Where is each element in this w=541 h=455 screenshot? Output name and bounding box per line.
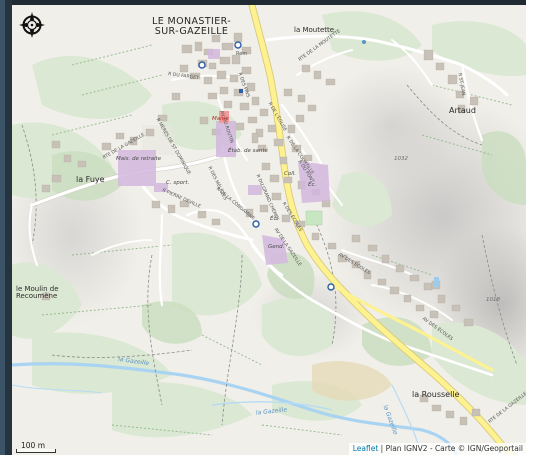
altitude-label-1018: 1018 — [486, 297, 500, 303]
scale-label: 100 m — [21, 441, 46, 450]
poi-label-college: Coll. — [284, 171, 297, 177]
secondary-road — [330, 283, 494, 372]
poi-markers — [198, 40, 366, 291]
poi-label-retirement-home: Mais. de retraite — [116, 156, 162, 162]
place-label-le-moulin: le Moulin de Recoumène — [16, 285, 59, 301]
hillshade — [322, 65, 462, 185]
attribution: Leaflet | Plan IGNV2 - Carte © IGN/Geopo… — [348, 443, 526, 455]
compass-button[interactable] — [18, 11, 46, 39]
altitude-label-1032: 1032 — [394, 156, 408, 162]
public-buildings — [118, 49, 330, 265]
leaflet-link[interactable]: Leaflet — [352, 444, 379, 453]
poi-label-school-2: Éc. — [270, 216, 279, 222]
town-label: LE MONASTIER- SUR-GAZEILLE — [152, 16, 232, 37]
place-label-la-rousselle: la Rousselle — [412, 390, 460, 399]
scale-bar: 100 m — [16, 441, 60, 453]
place-label-la-fuye: la Fuye — [76, 175, 105, 184]
poi-label-school-1: Éc. — [308, 182, 317, 188]
compass-icon — [19, 12, 45, 38]
stream — [12, 384, 103, 394]
sports-ground — [305, 210, 323, 226]
map-canvas[interactable]: LE MONASTIER- SUR-GAZEILLE la Moutette A… — [12, 5, 526, 455]
map-layer — [12, 5, 526, 455]
background-edge-right — [526, 0, 541, 455]
stream — [211, 401, 333, 411]
poi-label-gendarmerie: Gend. — [268, 244, 285, 250]
poi-label-sports: C. sport. — [166, 180, 190, 186]
attribution-text: | Plan IGNV2 - Carte © IGN/Geoportail — [378, 444, 523, 453]
scale-line — [16, 449, 56, 453]
background-edge-strip — [0, 0, 5, 455]
poi-label-rem: Rem — [236, 51, 248, 57]
town-hall-building — [219, 111, 229, 123]
place-label-artaud: Artaud — [449, 106, 476, 115]
main-road — [249, 5, 515, 455]
open-field — [312, 361, 392, 401]
poi-label-town-hall: Mairie — [212, 116, 229, 122]
poi-label-health: Étab. de santé — [228, 148, 268, 154]
pool — [434, 277, 439, 287]
place-label-la-moutette: la Moutette — [294, 26, 335, 34]
river-gazeille — [12, 362, 459, 455]
